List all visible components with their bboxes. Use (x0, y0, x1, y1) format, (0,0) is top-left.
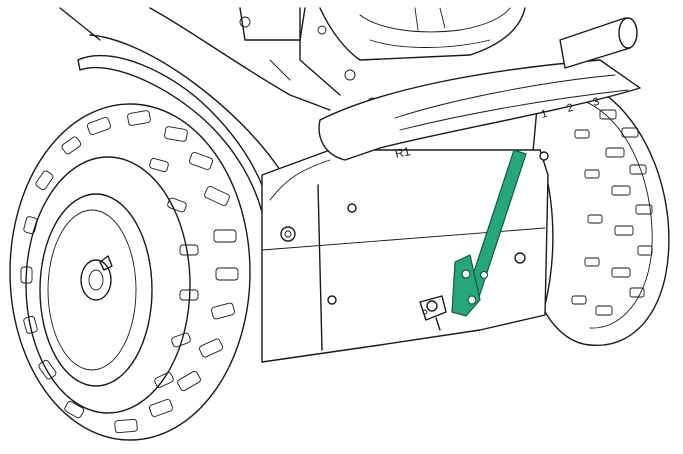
left-wheel (9, 103, 251, 441)
position-3-label: 3 (592, 96, 601, 109)
model-label: R1 (394, 144, 412, 161)
linkage-pin (419, 295, 447, 331)
control-panel: 1 2 3 R1 (318, 17, 641, 161)
frame-bolts (280, 151, 549, 305)
engine-top (59, 7, 526, 111)
position-2-label: 2 (566, 102, 575, 115)
speed-positions: 1 2 3 (540, 96, 601, 121)
position-1-label: 1 (540, 108, 549, 121)
right-wheel (524, 74, 670, 346)
highlighted-control-rod (451, 149, 527, 317)
